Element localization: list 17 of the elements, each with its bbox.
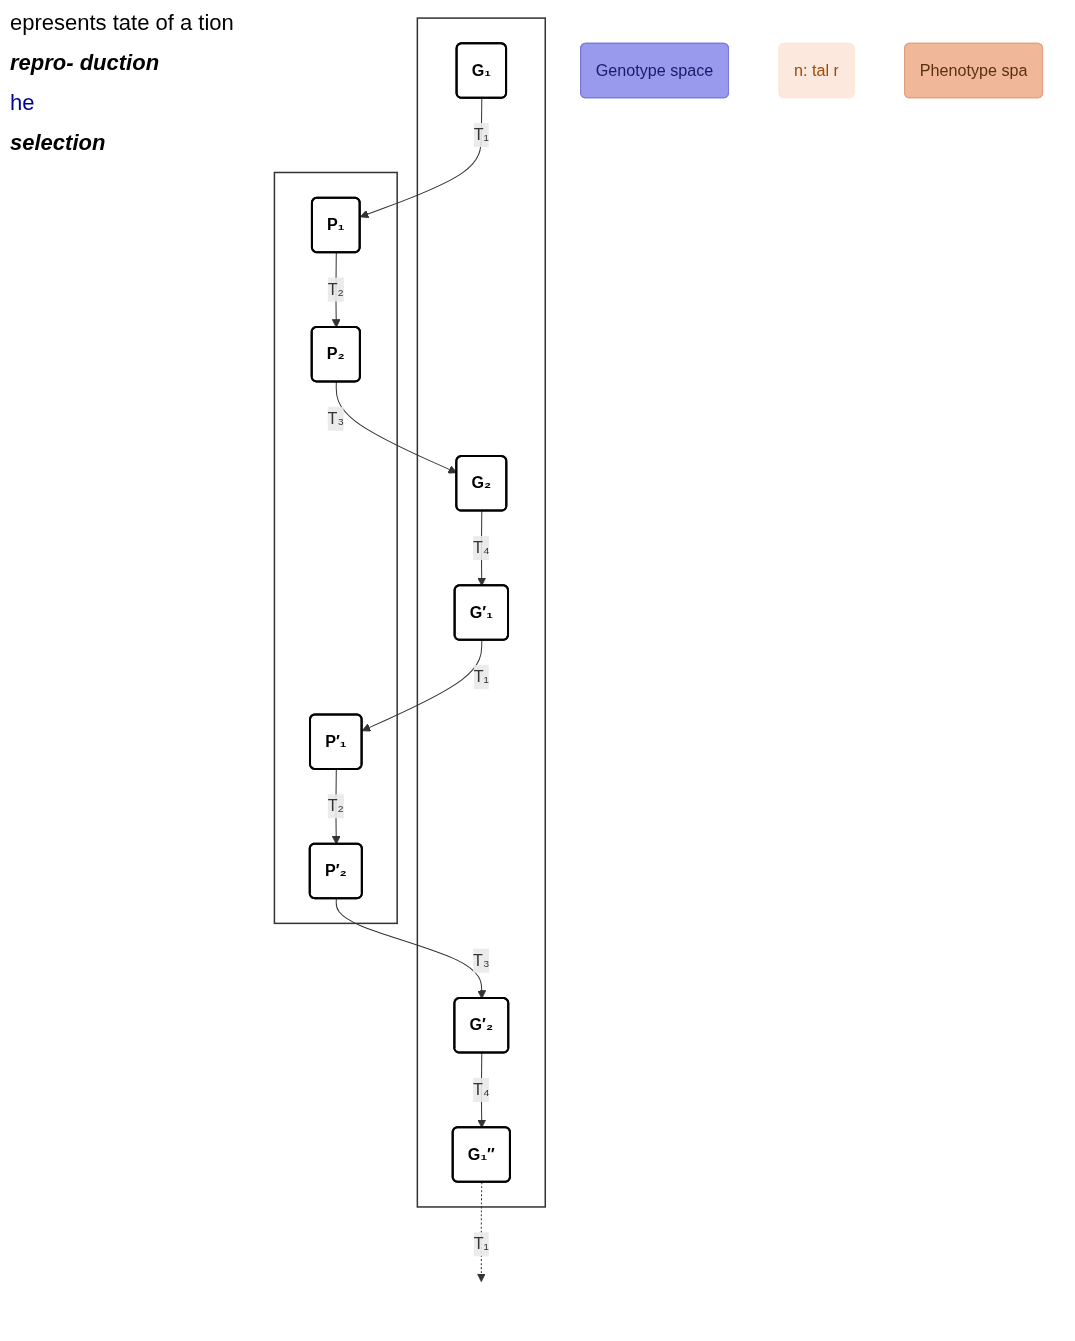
edge-label: T₃ bbox=[473, 951, 490, 969]
edge-label: T₄ bbox=[473, 538, 490, 556]
edge-label: T₂ bbox=[327, 280, 344, 298]
note-text: he bbox=[10, 90, 36, 116]
caption-text: epresents tate of a tion bbox=[10, 10, 235, 36]
note-text: selection bbox=[10, 130, 107, 156]
edge-label: T₃ bbox=[327, 409, 345, 427]
edge-label: T₁ bbox=[473, 668, 489, 686]
cluster bbox=[273, 171, 398, 925]
edge-label: T₁ bbox=[473, 1235, 489, 1253]
arrow bbox=[361, 639, 483, 732]
edge-label: T₁ bbox=[473, 126, 489, 144]
edge-label: T₄ bbox=[473, 1080, 490, 1098]
cluster bbox=[416, 17, 547, 1208]
arrow bbox=[335, 898, 487, 999]
note-text: repro- duction bbox=[10, 50, 161, 76]
edge-label: T₂ bbox=[327, 797, 344, 815]
